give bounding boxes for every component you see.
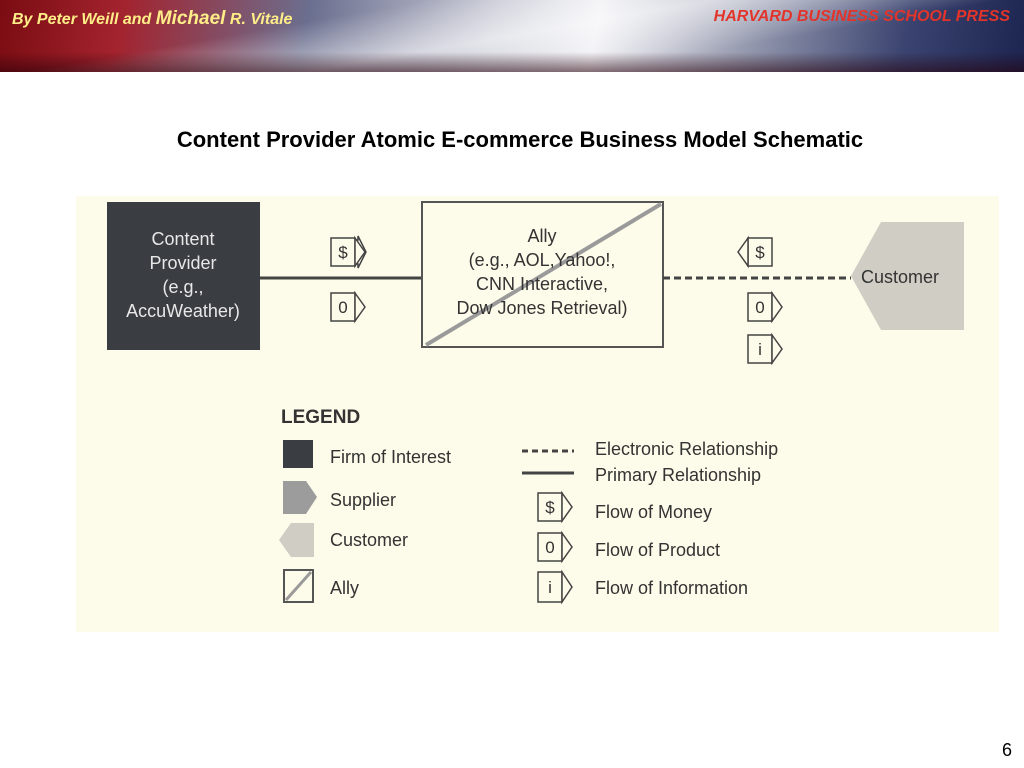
legend-firm-label: Firm of Interest — [330, 447, 451, 467]
slide-title: Content Provider Atomic E-commerce Busin… — [176, 127, 864, 152]
schematic-figure: Content Provider (e.g., AccuWeather) $ 0… — [76, 196, 999, 632]
product-flow-right-icon: 0 — [747, 290, 783, 324]
product-flow-left-symbol: 0 — [338, 298, 347, 317]
publisher-name: HARVARD BUSINESS SCHOOL PRESS — [713, 8, 1010, 25]
legend-information-label: Flow of Information — [595, 578, 748, 598]
legend-customer-label: Customer — [330, 530, 408, 550]
customer-shape — [851, 222, 964, 330]
legend-title: LEGEND — [281, 407, 360, 428]
supplier-pentagon-icon — [283, 481, 317, 514]
money-flow-left-icon: $ — [330, 235, 367, 269]
firm-line-3: (e.g., — [162, 277, 203, 297]
firm-box — [107, 202, 260, 350]
firm-square-icon — [283, 440, 313, 468]
money-flow-right-icon: $ — [737, 235, 773, 269]
ally-square-diagonal — [284, 571, 313, 601]
ally-line-4: Dow Jones Retrieval) — [456, 298, 627, 318]
money-flow-legend-icon: $ — [537, 490, 573, 524]
money-flow-right-symbol: $ — [755, 243, 765, 262]
product-flow-right-symbol: 0 — [755, 298, 764, 317]
product-flow-legend-icon: 0 — [537, 530, 573, 564]
money-flow-legend-symbol: $ — [545, 498, 555, 517]
customer-pentagon-icon — [279, 523, 314, 557]
ally-line-2: (e.g., AOL,Yahoo!, — [469, 250, 616, 270]
ally-line-3: CNN Interactive, — [476, 274, 608, 294]
authors-suffix: R. Vitale — [225, 11, 293, 28]
customer-label: Customer — [861, 267, 939, 287]
legend-supplier-label: Supplier — [330, 490, 396, 510]
header-banner: By Peter Weill and Michael R. Vitale HAR… — [0, 0, 1024, 72]
information-flow-legend-icon: i — [537, 569, 573, 605]
firm-line-4: AccuWeather) — [126, 301, 240, 321]
page-number: 6 — [1001, 740, 1012, 760]
legend-money-label: Flow of Money — [595, 502, 712, 522]
information-flow-right-icon: i — [747, 332, 783, 366]
legend-primary-label: Primary Relationship — [595, 465, 761, 485]
information-flow-legend-symbol: i — [548, 578, 552, 597]
ally-line-1: Ally — [527, 226, 556, 246]
legend-ally-label: Ally — [330, 578, 359, 598]
authors-name: Michael — [155, 8, 226, 29]
authors-credit: By Peter Weill and Michael R. Vitale — [12, 8, 292, 30]
ally-diagonal — [424, 202, 663, 347]
firm-line-1: Content — [151, 229, 214, 249]
authors-prefix: By Peter Weill and — [12, 11, 156, 28]
product-flow-legend-symbol: 0 — [545, 538, 554, 557]
schematic-svg: Content Provider (e.g., AccuWeather) $ 0… — [107, 201, 964, 605]
firm-line-2: Provider — [149, 253, 216, 273]
legend-electronic-label: Electronic Relationship — [595, 439, 778, 459]
information-flow-right-symbol: i — [758, 340, 762, 359]
money-flow-left-symbol: $ — [338, 243, 348, 262]
legend-product-label: Flow of Product — [595, 540, 720, 560]
product-flow-left-icon: 0 — [330, 290, 366, 324]
